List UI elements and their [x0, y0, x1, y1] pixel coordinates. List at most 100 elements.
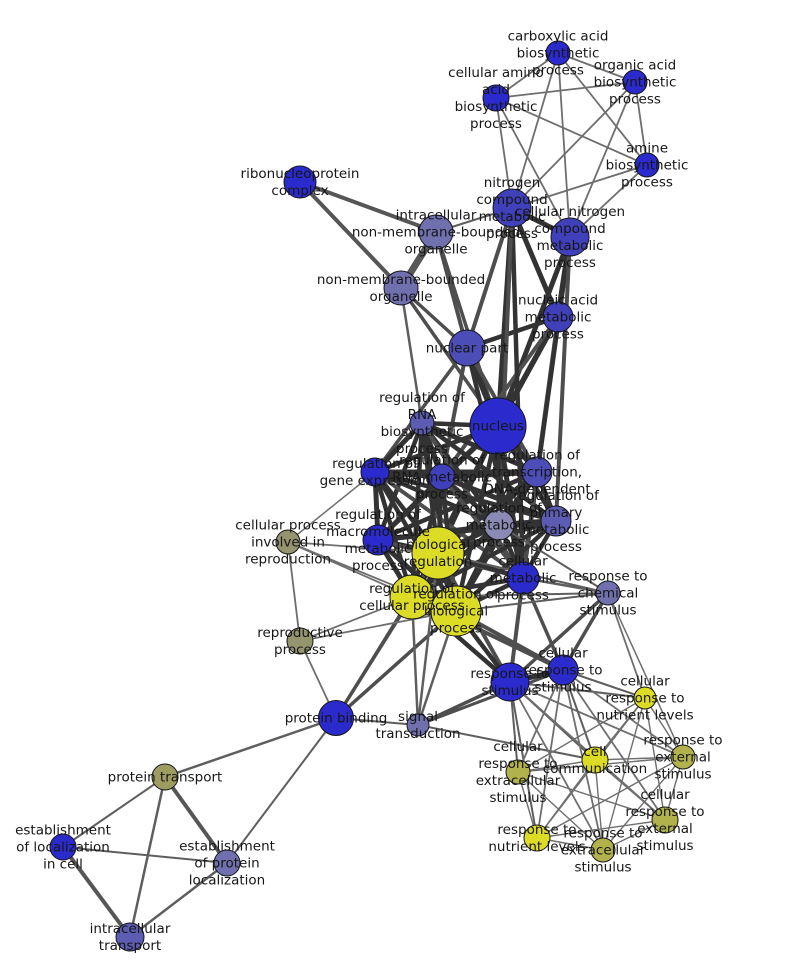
node-rma[interactable]: [362, 524, 394, 556]
node-amino[interactable]: [482, 84, 510, 112]
edge-cnitrogen-rpm: [554, 236, 572, 522]
edge-elc-epl: [62, 846, 228, 864]
edge-npart-rge: [373, 346, 469, 474]
nodes-layer: [49, 40, 696, 952]
node-cc[interactable]: [581, 746, 609, 774]
edge-crs-cre: [517, 669, 564, 773]
node-rch[interactable]: [595, 580, 621, 606]
node-nitrogen[interactable]: [492, 188, 532, 228]
node-nucleus[interactable]: [469, 397, 527, 455]
edge-cre-rxs: [517, 771, 604, 851]
node-ribo[interactable]: [283, 165, 317, 199]
edge-org-cnitrogen: [569, 81, 636, 238]
node-rep[interactable]: [286, 627, 314, 655]
edge-rbp-rch: [455, 592, 609, 612]
node-rpm[interactable]: [540, 505, 572, 537]
edge-rme-rch: [498, 524, 609, 594]
node-label-pb: protein binding: [285, 711, 388, 727]
edge-rex-rxs: [602, 756, 684, 851]
node-nucleic[interactable]: [542, 301, 574, 333]
node-it[interactable]: [115, 922, 145, 952]
node-rex[interactable]: [670, 744, 696, 770]
node-cnitrogen[interactable]: [550, 217, 590, 257]
edge-pb-epl: [226, 717, 337, 864]
node-cre[interactable]: [505, 759, 531, 785]
node-amine[interactable]: [634, 152, 660, 178]
node-rs[interactable]: [490, 662, 530, 702]
node-pt[interactable]: [151, 763, 179, 791]
edge-crs-crx: [562, 669, 666, 821]
edge-ribo-inmb: [299, 180, 437, 234]
edge-nitrogen-npart: [465, 207, 514, 349]
node-bre[interactable]: [411, 526, 465, 580]
edge-rep-rbp: [299, 610, 457, 642]
node-inmb[interactable]: [418, 214, 454, 250]
edge-rtd-rrm: [441, 469, 538, 480]
edge-npart-cme: [464, 347, 526, 579]
node-crn[interactable]: [633, 686, 657, 710]
node-rme[interactable]: [483, 509, 515, 541]
edge-st-cc: [417, 724, 596, 761]
node-st[interactable]: [406, 713, 430, 737]
edge-elc-it: [61, 845, 132, 939]
node-crs[interactable]: [547, 654, 579, 686]
node-rtd[interactable]: [521, 456, 553, 488]
edge-carb-cnitrogen: [557, 52, 571, 238]
node-rrm[interactable]: [428, 463, 456, 491]
node-label-pt: protein transport: [108, 770, 223, 786]
edge-pt-elc: [62, 776, 166, 848]
node-epl[interactable]: [213, 849, 241, 877]
edge-amine-nitrogen: [511, 164, 648, 209]
edge-nmb-rrb: [399, 287, 424, 424]
edge-crx-rnl: [536, 819, 666, 839]
node-rnl[interactable]: [523, 824, 551, 852]
node-rxs[interactable]: [590, 837, 616, 863]
edge-carb-org: [557, 52, 636, 83]
node-nmb[interactable]: [383, 270, 419, 306]
node-rcp[interactable]: [389, 574, 435, 620]
node-rge[interactable]: [360, 457, 390, 487]
edge-ribo-nmb: [298, 180, 403, 290]
node-label-nucleus: nucleus: [472, 419, 524, 435]
node-crx[interactable]: [651, 806, 679, 834]
node-pb[interactable]: [318, 700, 354, 736]
node-npart[interactable]: [448, 329, 486, 367]
edge-cre-crx: [517, 771, 666, 821]
node-rbp[interactable]: [430, 585, 482, 637]
edge-pb-rbp: [334, 609, 458, 720]
edge-cc-crx: [594, 759, 666, 821]
node-org[interactable]: [622, 69, 648, 95]
node-carb[interactable]: [545, 40, 571, 66]
edge-rs-rch: [508, 591, 610, 684]
node-elc[interactable]: [49, 833, 77, 861]
edge-rrm-rpm: [441, 474, 557, 524]
node-rrb[interactable]: [409, 410, 435, 436]
node-cme[interactable]: [506, 561, 540, 595]
node-cpr[interactable]: [275, 529, 301, 555]
edge-crn-cre: [517, 697, 646, 773]
edge-nitrogen-cme: [509, 207, 526, 579]
edge-rpm-rma: [377, 518, 557, 543]
edge-rex-rnl: [536, 756, 684, 839]
